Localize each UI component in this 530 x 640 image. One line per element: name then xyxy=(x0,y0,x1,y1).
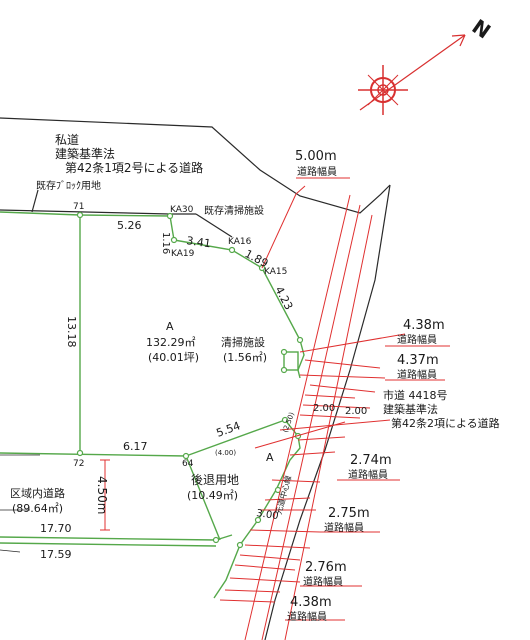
dim-3-41: 3.41 xyxy=(186,234,212,250)
point-ka19: KA19 xyxy=(171,249,195,259)
point-71: 71 xyxy=(73,202,84,212)
private-road-line1: 私道 xyxy=(55,133,79,147)
existing-cleaning-facility-label: 既存清掃施設 xyxy=(204,204,264,217)
cleaning-facility-label: 清掃施設 xyxy=(221,335,265,349)
road-width-2-74: 2.74m xyxy=(350,453,392,468)
road-width-2-75-caption: 道路幅員 xyxy=(324,521,364,534)
dim-1-16: 1.16 xyxy=(160,232,171,254)
leader-lines xyxy=(285,177,450,621)
private-road-line2: 建築基準法 xyxy=(55,146,115,161)
city-road-line1: 市道 4418号 xyxy=(383,388,448,402)
road-width-4-38-lower-caption: 道路幅員 xyxy=(287,610,327,623)
setback-marker: A xyxy=(266,451,274,464)
setback-label: 後退用地 xyxy=(191,473,239,487)
district-road-area: (89.64㎡) xyxy=(12,502,63,515)
district-road-label: 区域内道路 xyxy=(10,486,65,500)
dim-2-00-b: 2.00 xyxy=(345,406,367,417)
lot-a-tsubo: (40.01坪) xyxy=(148,351,199,364)
city-road-line2: 建築基準法 xyxy=(383,402,438,416)
setback-area: (10.49㎡) xyxy=(187,489,238,502)
road-width-2-75: 2.75m xyxy=(328,506,370,521)
road-width-4-37-caption: 道路幅員 xyxy=(397,368,437,381)
parcel-vertices xyxy=(76,211,304,549)
lot-a-area: 132.29㎡ xyxy=(146,336,196,349)
road-width-4-38-upper: 4.38m xyxy=(403,318,445,333)
cleaning-facility-area: (1.56㎡) xyxy=(223,351,267,364)
north-label: N xyxy=(468,14,495,43)
road-width-2-76-caption: 道路幅員 xyxy=(303,575,343,588)
dim-5-26: 5.26 xyxy=(117,219,142,232)
road-width-4-38-lower: 4.38m xyxy=(290,595,332,610)
road-width-5-00-caption: 道路幅員 xyxy=(297,165,337,178)
road-width-5-00: 5.00m xyxy=(295,149,337,164)
boundary-lines xyxy=(0,117,391,640)
dim-17-59: 17.59 xyxy=(40,548,72,561)
dim-3-00: 3.00 xyxy=(256,508,280,522)
dim-13-18: 13.18 xyxy=(65,316,78,348)
dim-6-17: 6.17 xyxy=(123,440,148,453)
road-width-2-74-caption: 道路幅員 xyxy=(348,468,388,481)
road-width-4-38-upper-caption: 道路幅員 xyxy=(397,333,437,346)
road-lines xyxy=(100,185,406,640)
dim-4-50: 4.50m xyxy=(95,476,109,514)
dim-4-00: (4.00) xyxy=(215,449,236,457)
dim-4-23: 4.23 xyxy=(272,284,295,312)
parcel-lines xyxy=(0,211,305,599)
north-arrow-icon xyxy=(358,34,466,115)
dim-2-00-a: 2.00 xyxy=(313,403,335,414)
road-width-2-76: 2.76m xyxy=(305,560,347,575)
existing-block-label: 既存ﾌﾞﾛｯｸ用地 xyxy=(36,179,101,192)
point-72: 72 xyxy=(73,459,84,469)
point-64: 64 xyxy=(182,459,194,469)
road-width-4-37: 4.37m xyxy=(397,353,439,368)
private-road-line3: 第42条1項2号による道路 xyxy=(65,160,203,175)
dim-17-70: 17.70 xyxy=(40,522,72,535)
point-ka16: KA16 xyxy=(228,237,252,247)
city-road-line3: 第42条2項による道路 xyxy=(391,416,500,430)
point-ka15: KA15 xyxy=(264,267,287,277)
lot-a-label: A xyxy=(166,320,174,333)
point-ka30: KA30 xyxy=(170,205,194,215)
